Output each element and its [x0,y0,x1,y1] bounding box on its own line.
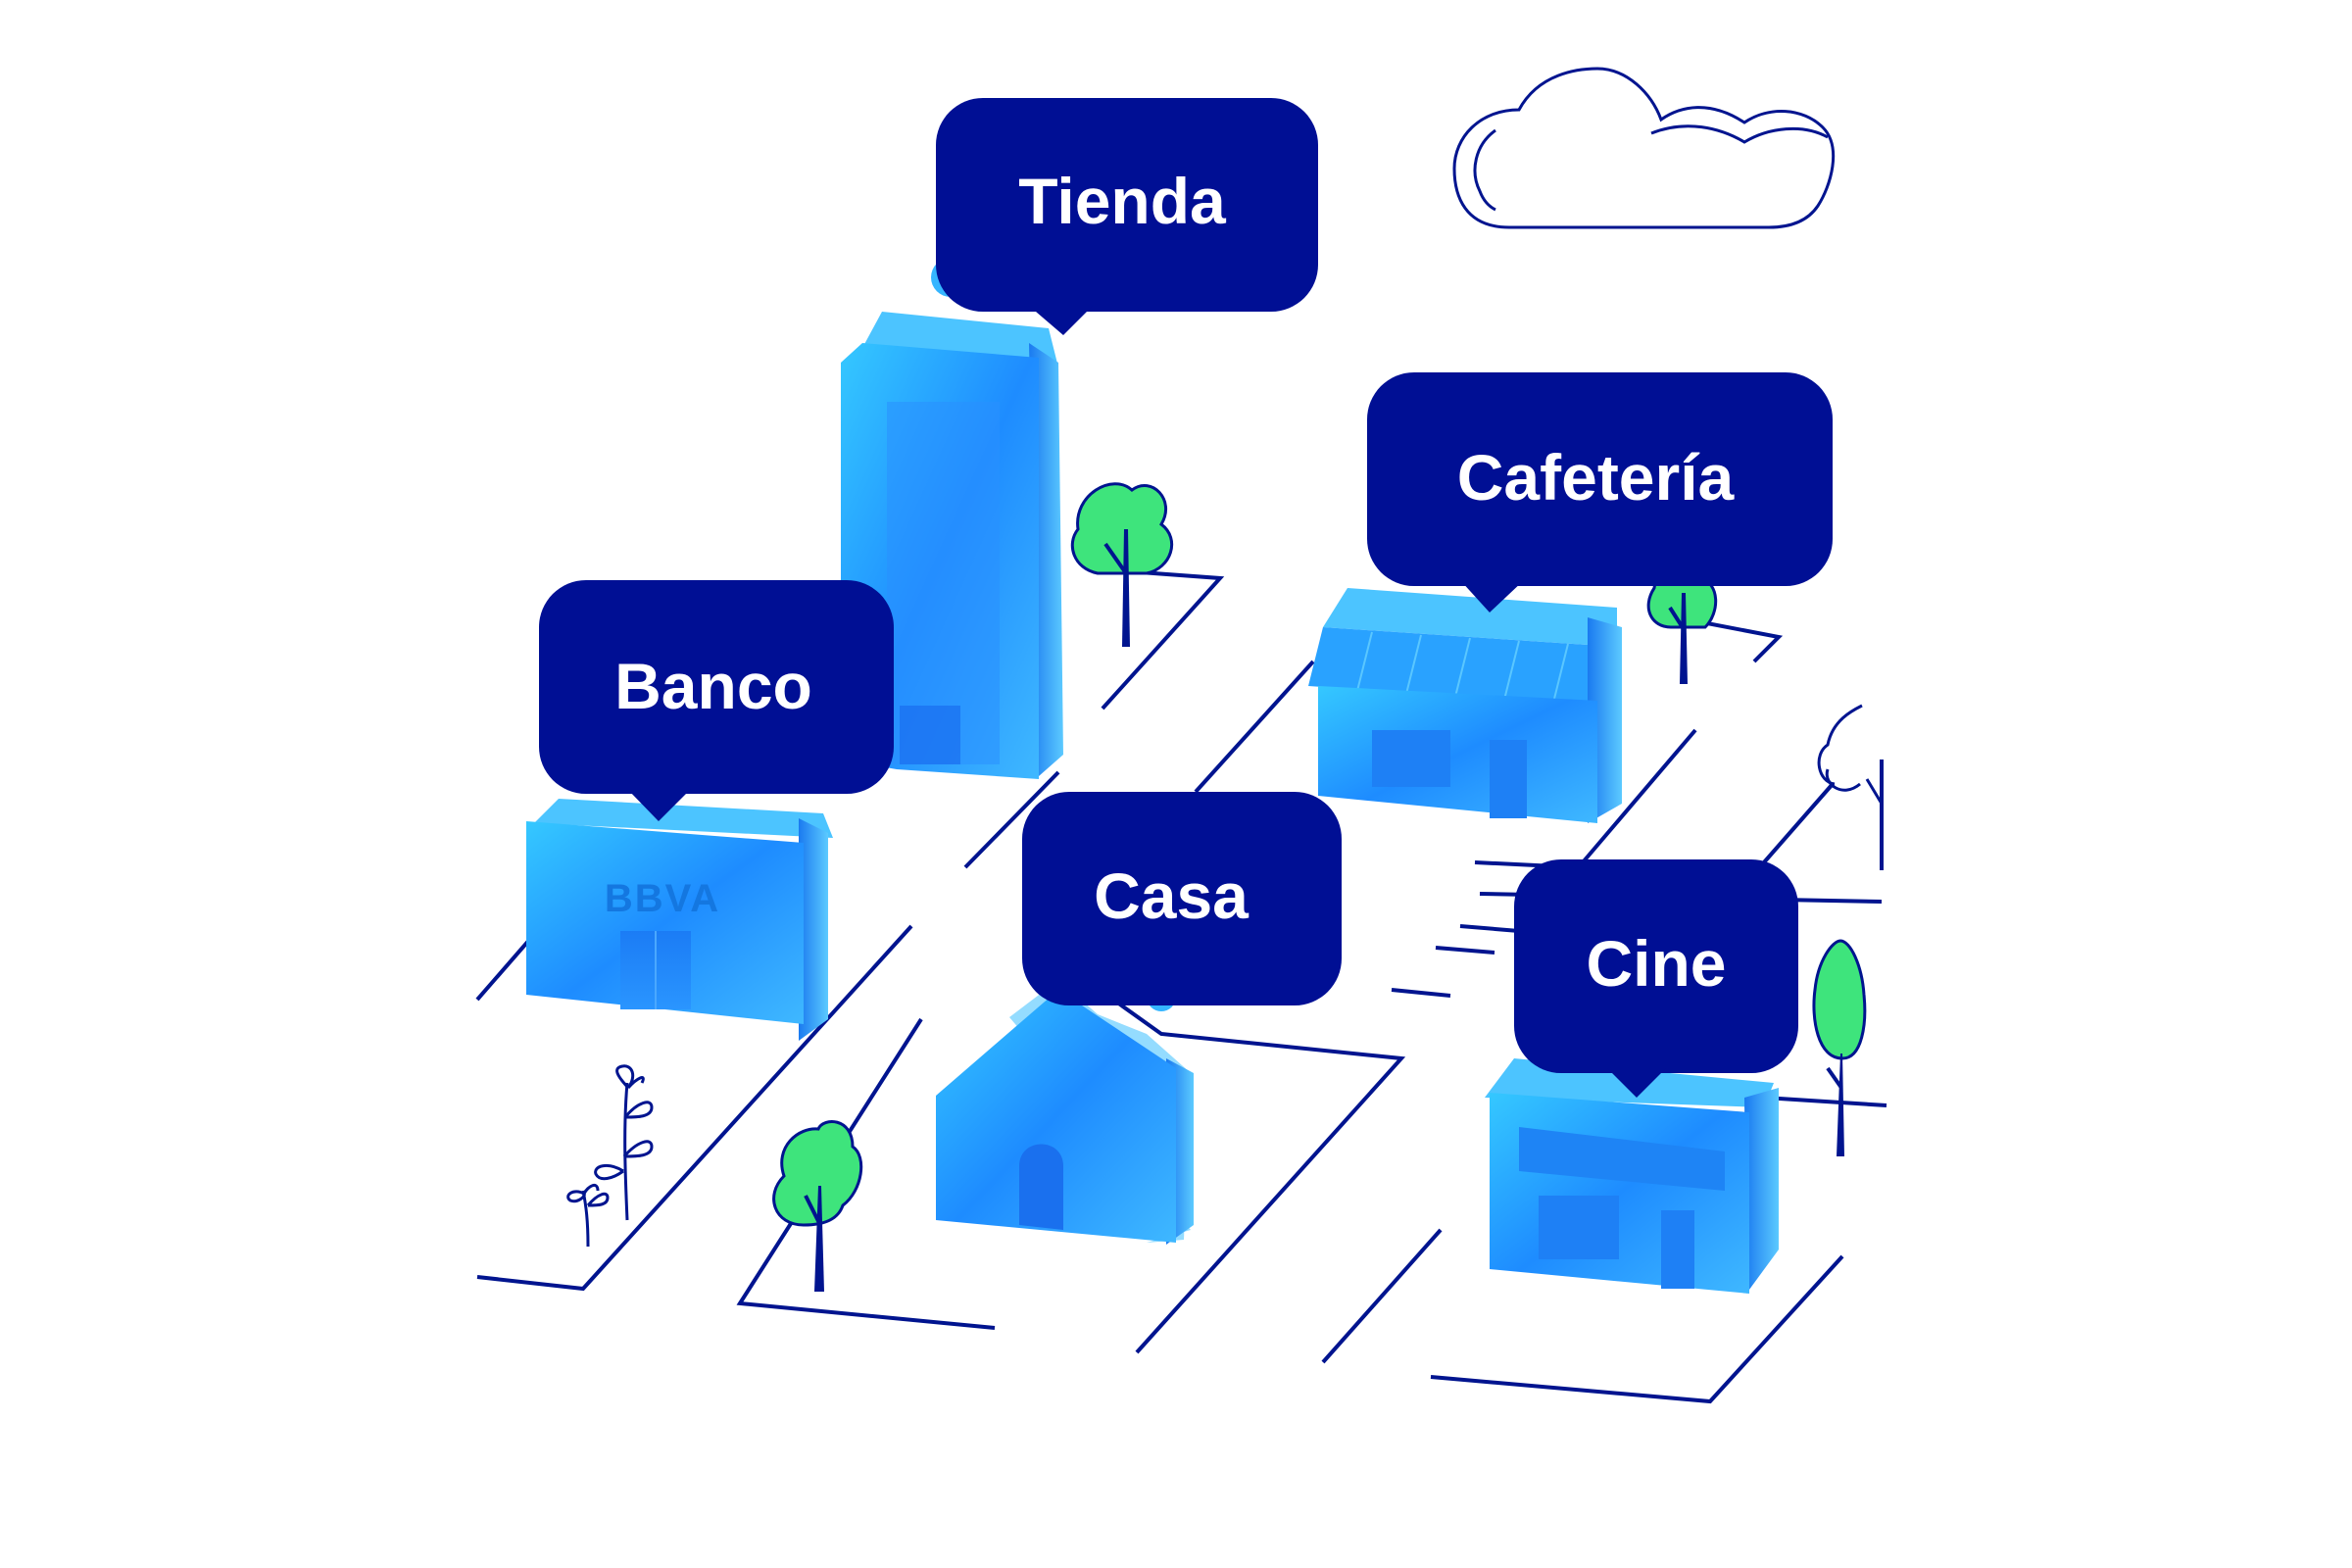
sprout-icon [566,1064,654,1248]
label-bubble-banco: Banco [539,580,894,821]
label-bubble-casa: Casa [1022,792,1342,1005]
tree-icon [772,1120,863,1292]
bank-logo: BBVA [605,877,720,920]
label-bubble-cafeteria: Cafetería [1367,372,1833,612]
tree-icon [1646,567,1718,684]
label-bubble-tienda: Tienda [936,98,1318,335]
tree-icon [1070,482,1174,647]
label-cine: Cine [1586,927,1726,1000]
cloud-icon [1452,67,1836,229]
house-icon [936,980,1194,1245]
label-bubble-cine: Cine [1514,859,1798,1098]
label-tienda: Tienda [1018,165,1227,237]
label-cafeteria: Cafetería [1457,441,1736,514]
label-casa: Casa [1094,859,1250,932]
label-banco: Banco [614,650,812,722]
tree-icon [1817,704,1884,870]
banco-building-icon: BBVA [526,799,833,1041]
street-lines [475,569,1887,1404]
cine-building-icon [1485,1058,1779,1294]
tree-icon [1812,939,1867,1156]
cafeteria-building-icon [1308,588,1622,823]
